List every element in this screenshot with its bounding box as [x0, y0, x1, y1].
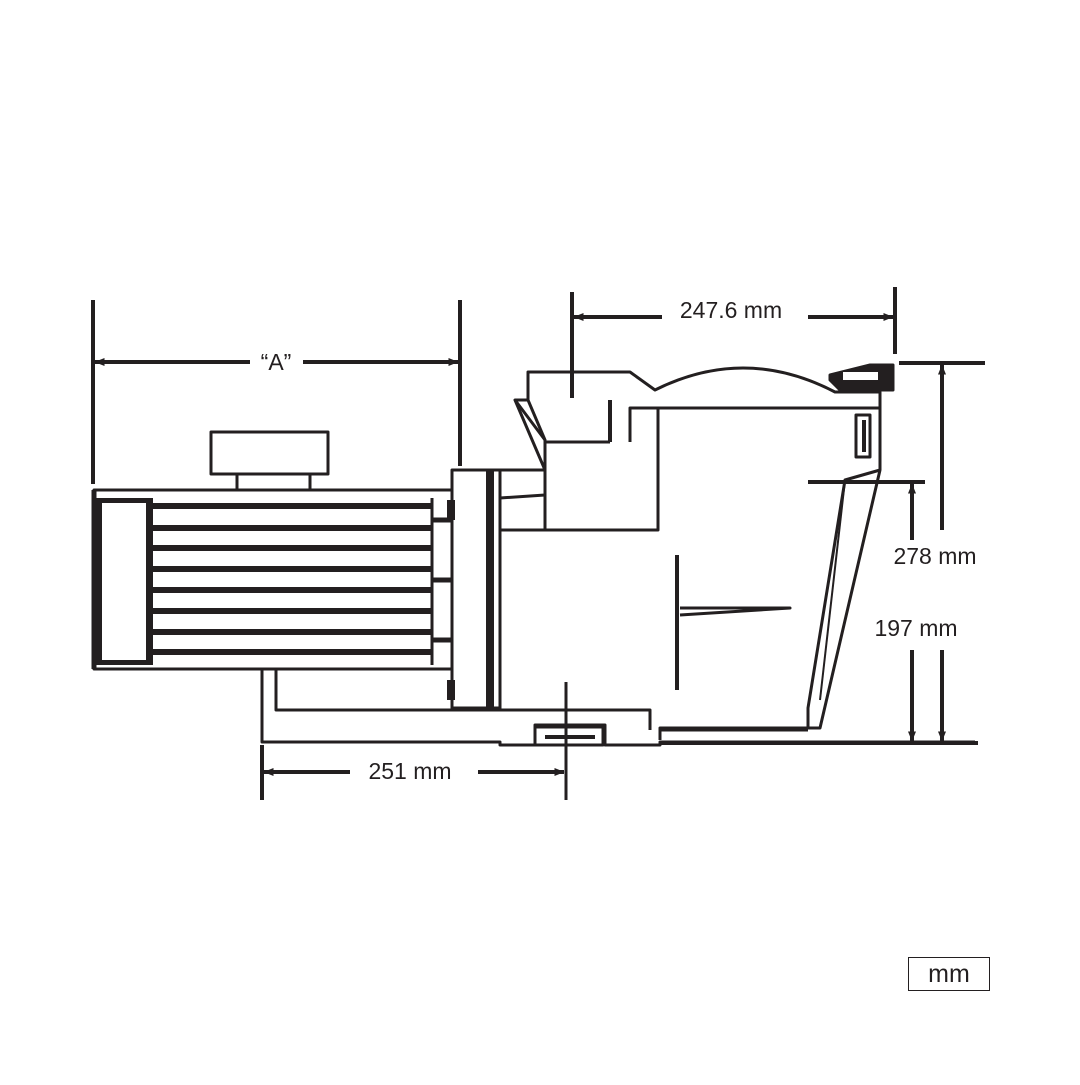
adapter-flange — [447, 468, 502, 710]
dim-base-length-label: 251 mm — [368, 758, 451, 784]
unit-label: mm — [908, 957, 990, 991]
pump-housing — [498, 366, 882, 710]
dimension-lines — [91, 287, 985, 800]
dim-inlet-height-label: 197 mm — [874, 615, 957, 641]
dim-top-width-label: 247.6 mm — [680, 297, 782, 323]
dim-a-label: “A” — [261, 349, 292, 375]
motor-fins — [152, 498, 452, 665]
motor-body — [91, 488, 454, 671]
base-feet — [260, 669, 975, 747]
lid-knob-icon — [828, 363, 895, 392]
strainer-housing — [658, 408, 882, 740]
pump-outline — [91, 363, 975, 747]
terminal-box — [209, 430, 330, 490]
dim-overall-height-label: 278 mm — [893, 543, 976, 569]
